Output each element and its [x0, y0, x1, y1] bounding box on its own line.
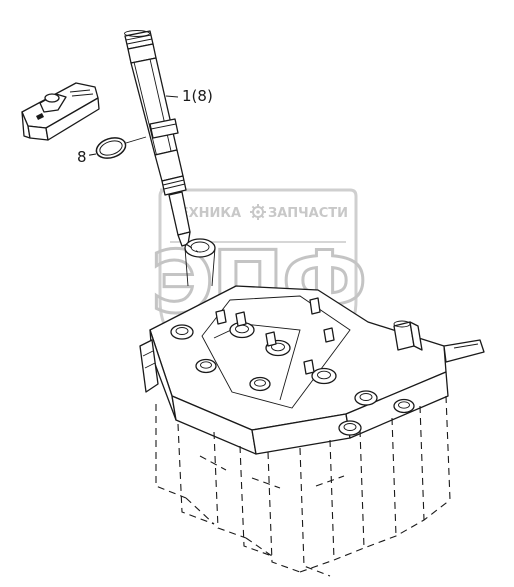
head-bolts — [215, 297, 335, 375]
seal-ring-leader-line — [125, 136, 147, 144]
seal-ring-part — [95, 137, 127, 159]
sensor-housing — [393, 320, 423, 351]
injector-bore — [184, 238, 216, 287]
watermark-text-right: ЗАПЧАСТИ — [268, 206, 348, 221]
watermark-text-left: ТЕХНИКА — [171, 206, 241, 221]
right-arm — [443, 339, 485, 363]
cylinder-head-assembly — [139, 238, 485, 455]
injector-part — [124, 30, 191, 247]
callout-injector-label: 1(8) — [182, 87, 213, 105]
engine-block-hidden-lines — [155, 395, 451, 577]
callout-seal-ring-label: 8 — [77, 148, 87, 166]
clamp-bracket-part — [21, 82, 100, 141]
gear-icon — [250, 204, 266, 220]
injector-leader-line — [165, 95, 179, 98]
seal-ring-pointer — [83, 153, 97, 157]
